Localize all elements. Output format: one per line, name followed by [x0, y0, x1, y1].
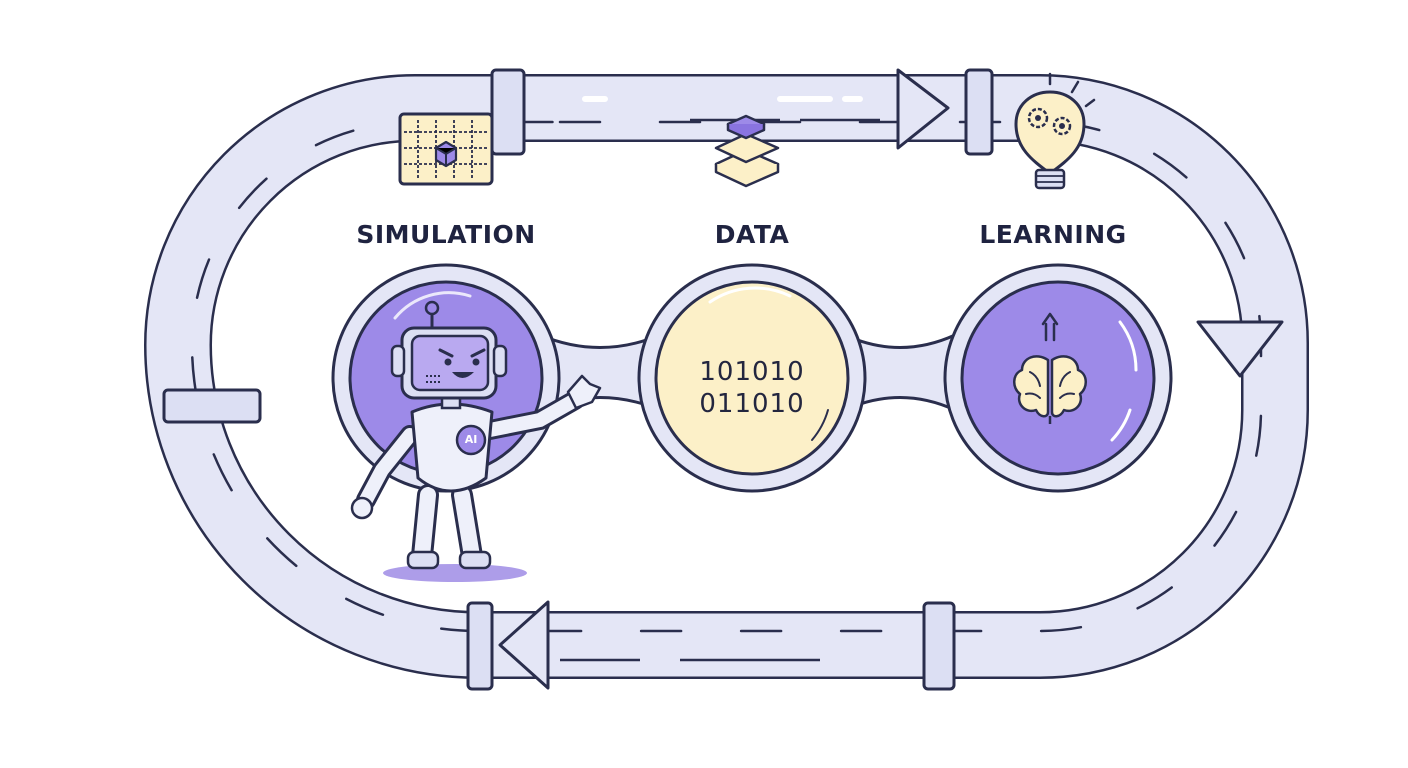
robot-chest-badge: AI: [464, 433, 478, 446]
binary-text-line: 011010: [699, 389, 805, 419]
data-node: [637, 263, 867, 493]
pipe-collar-bottom-left: [466, 601, 494, 691]
up-arrow-icon: [1041, 312, 1059, 342]
pipe-collar-left: [162, 388, 262, 424]
flow-arrow-icon: [498, 600, 820, 690]
binary-text-line: 101010: [699, 357, 805, 387]
brain-icon: [1013, 355, 1087, 424]
node-connector: [538, 332, 957, 413]
lightbulb-gears-icon: [1014, 72, 1096, 190]
flow-arrow-icon: [1196, 320, 1284, 378]
layers-icon: [714, 114, 780, 188]
robot-character: [350, 300, 602, 582]
stage-label-data: DATA: [714, 220, 790, 249]
stage-label-simulation: SIMULATION: [356, 220, 536, 249]
pipe-collar-bottom-right: [922, 601, 956, 691]
stage-label-learning: LEARNING: [979, 220, 1127, 249]
pipe-collar-top-right: [964, 68, 994, 156]
grid-cube-icon: [398, 112, 494, 186]
pipe-collar-top-left: [490, 68, 526, 156]
